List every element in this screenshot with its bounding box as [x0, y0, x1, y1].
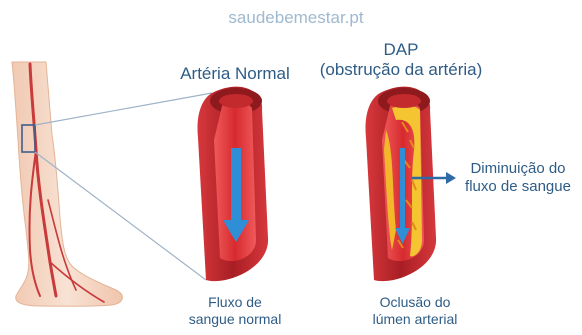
- normal-artery: [198, 87, 269, 281]
- occluded-artery: [366, 87, 456, 281]
- leg-illustration: [12, 62, 122, 306]
- normal-flow-arrow: [231, 148, 241, 222]
- reduced-flow-label: Diminuição do fluxo de sangue: [454, 160, 582, 196]
- dap-artery-title: DAP (obstrução da artéria): [296, 40, 506, 81]
- normal-flow-label: Fluxo de sangue normal: [175, 294, 295, 328]
- occlusion-label: Oclusão do lúmen arterial: [350, 294, 480, 328]
- reduced-flow-arrow: [400, 148, 405, 230]
- normal-artery-title: Artéria Normal: [165, 64, 305, 84]
